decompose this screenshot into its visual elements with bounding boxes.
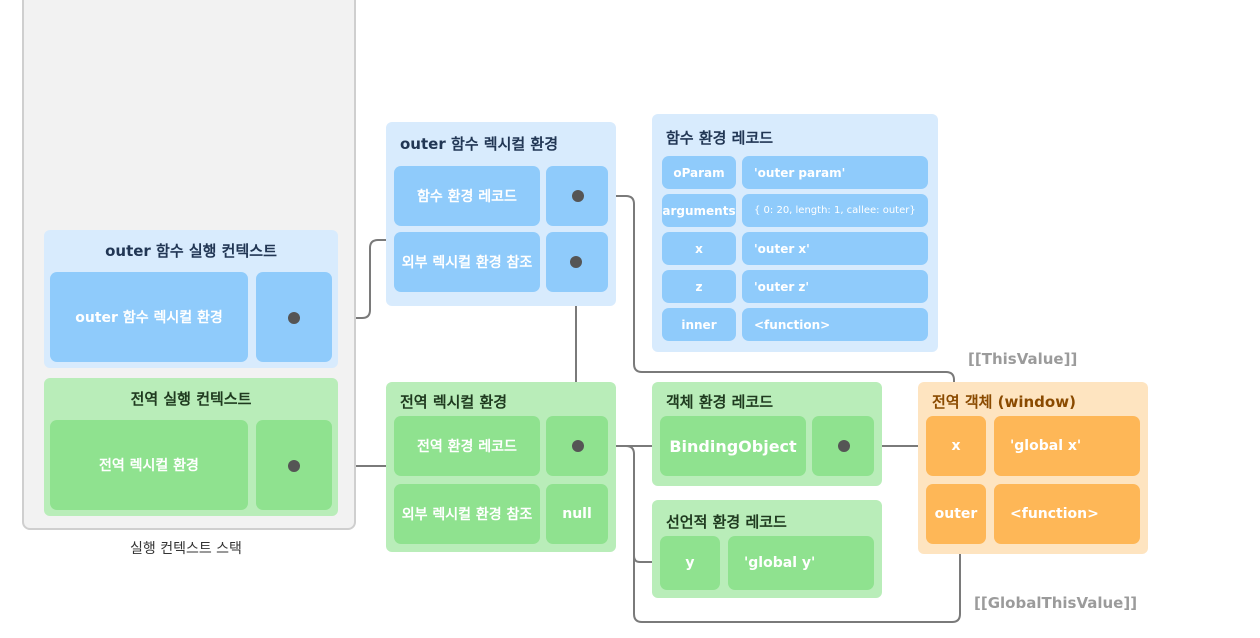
global-object-value: 'global x' [994,416,1140,476]
func-record-value: 'outer x' [742,232,928,265]
decl-record-key: y [660,536,720,590]
global-this-value-label: [[GlobalThisValue]] [974,594,1138,612]
func-record-value: <function> [742,308,928,341]
func-record-value: { 0: 20, length: 1, callee: outer} [742,194,928,227]
pointer-dot [288,312,300,324]
func-record-key: z [662,270,736,303]
pointer-dot [570,256,582,268]
global-object-value: <function> [994,484,1140,544]
func-record-value: 'outer z' [742,270,928,303]
func-record-key: arguments [662,194,736,227]
binding-object-cell: BindingObject [660,416,806,476]
connector-func-record-to-record-box [578,195,955,382]
func-record-value: 'outer param' [742,156,928,189]
global-ec-lexical-env-cell: 전역 렉시컬 환경 [50,420,248,510]
outer-lex-title: outer 함수 렉시컬 환경 [400,135,558,153]
func-record-key: x [662,232,736,265]
global-object-key: x [926,416,986,476]
outer-ec-title: outer 함수 실행 컨텍스트 [105,242,277,260]
pointer-dot [838,440,850,452]
pointer-dot [572,440,584,452]
outer-lex-record-cell: 함수 환경 레코드 [394,166,540,226]
connector-outer-ec-to-outer-lex [294,239,386,319]
outer-ec-lexical-env-cell: outer 함수 렉시컬 환경 [50,272,248,362]
global-lex-record-cell: 전역 환경 레코드 [394,416,540,476]
connector-global-record-to-decl-record [625,445,652,563]
global-lex-title: 전역 렉시컬 환경 [400,393,508,411]
object-record-title: 객체 환경 레코드 [666,393,774,411]
connector-global-record-global-this [633,540,961,623]
global-ec-title: 전역 실행 컨텍스트 [130,390,252,408]
pointer-dot [288,460,300,472]
pointer-dot [572,190,584,202]
global-lex-outer-ref-cell: 외부 렉시컬 환경 참조 [394,484,540,544]
func-record-key: oParam [662,156,736,189]
global-lex-outer-ref-value: null [546,484,608,544]
decl-record-title: 선언적 환경 레코드 [666,513,787,531]
this-value-label: [[ThisValue]] [968,350,1078,368]
global-object-title: 전역 객체 (window) [932,393,1076,411]
func-record-title: 함수 환경 레코드 [666,129,774,147]
outer-lex-outer-ref-cell: 외부 렉시컬 환경 참조 [394,232,540,292]
func-record-key: inner [662,308,736,341]
stack-caption: 실행 컨텍스트 스택 [130,541,242,557]
decl-record-value: 'global y' [728,536,874,590]
global-object-key: outer [926,484,986,544]
